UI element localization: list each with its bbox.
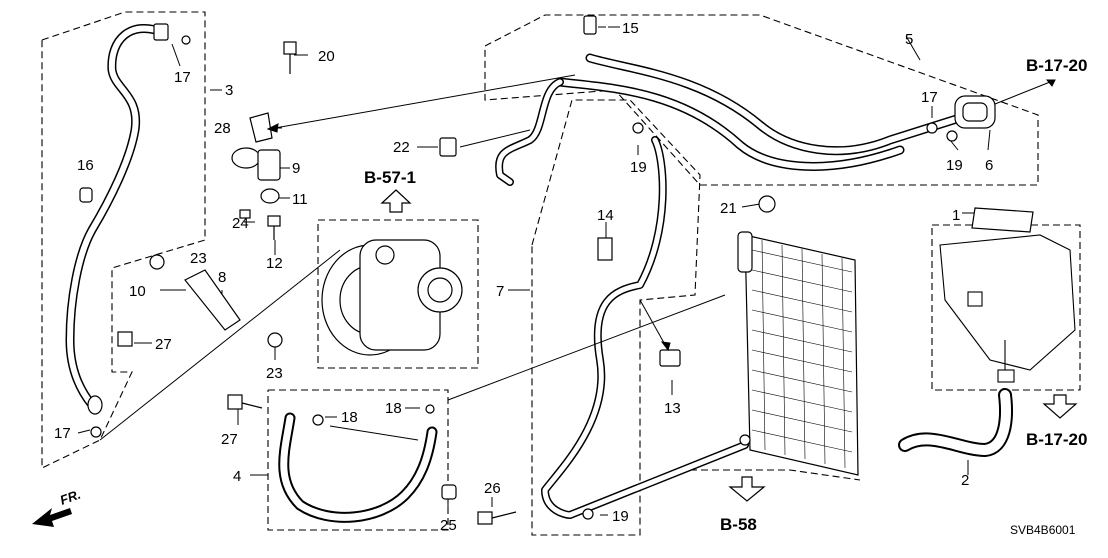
callout-3: 3: [225, 82, 233, 99]
ref-b-57-1: B-57-1: [364, 168, 416, 187]
callout-20: 20: [318, 48, 335, 65]
callout-27-left: 27: [155, 336, 172, 353]
condenser: [737, 231, 859, 476]
callout-16: 16: [77, 157, 94, 174]
callout-23-upper: 23: [190, 250, 207, 267]
callout-18-left: 18: [341, 409, 358, 426]
callout-1: 1: [952, 207, 960, 224]
callout-18-right: 18: [385, 400, 402, 417]
callout-2: 2: [961, 472, 969, 489]
callout-24: 24: [232, 215, 249, 232]
callout-10: 10: [129, 283, 146, 300]
compressor: [321, 239, 463, 356]
callout-14: 14: [597, 207, 614, 224]
callout-labels: 1 2 3 4 5 6 7 8 9 10 11 12 13 14 15 16 1…: [54, 20, 993, 534]
ref-b-17-20-bottom: B-17-20: [1026, 430, 1087, 449]
callout-7: 7: [496, 283, 504, 300]
callout-21: 21: [720, 200, 737, 217]
callout-12: 12: [266, 255, 283, 272]
callout-9: 9: [292, 160, 300, 177]
part-shapes: [79, 15, 1034, 525]
callout-17-right: 17: [921, 89, 938, 106]
callout-4: 4: [233, 468, 241, 485]
callout-17-bottom: 17: [54, 425, 71, 442]
callout-19-upper: 19: [630, 159, 647, 176]
callout-11: 11: [292, 191, 308, 208]
callout-28: 28: [214, 120, 231, 137]
callout-22: 22: [393, 139, 410, 156]
ref-b-58: B-58: [720, 515, 757, 534]
ref-b-17-20-top: B-17-20: [1026, 56, 1087, 75]
front-direction-label: FR.: [58, 487, 83, 508]
arrows: [380, 189, 1078, 502]
callout-6: 6: [985, 157, 993, 174]
callout-19-bottom: 19: [612, 508, 629, 525]
inset-firewall: [939, 234, 1076, 383]
callout-15: 15: [622, 20, 639, 37]
callout-13: 13: [664, 400, 681, 417]
callout-19-right: 19: [946, 157, 963, 174]
pipes: [65, 23, 1013, 523]
reference-labels: B-57-1 B-17-20 B-17-20 B-58: [364, 56, 1087, 534]
callout-25: 25: [440, 517, 457, 534]
callout-8: 8: [218, 269, 226, 286]
callout-17-top: 17: [174, 69, 191, 86]
front-direction-arrow: [32, 508, 72, 527]
callout-23-lower: 23: [266, 365, 283, 382]
callout-27-lower: 27: [221, 431, 238, 448]
callout-26: 26: [484, 480, 501, 497]
diagram-code: SVB4B6001: [1010, 523, 1076, 537]
callout-5: 5: [905, 31, 913, 48]
reference-arrow-lines: [99, 74, 1056, 441]
